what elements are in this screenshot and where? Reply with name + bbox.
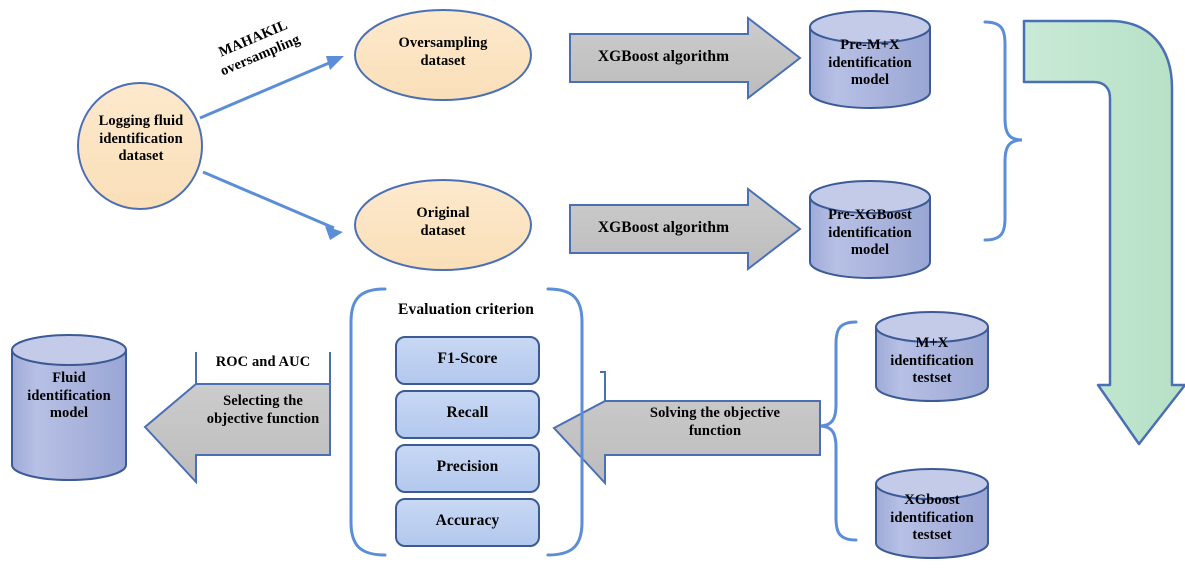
- node-xgboost-testset: [875, 468, 989, 559]
- label-original-dataset: Original dataset: [416, 205, 470, 239]
- label-fluid-model: Fluid identification model: [27, 370, 111, 422]
- label-xgboost-testset: XGboost identification testset: [890, 492, 974, 544]
- node-fluid-model: [11, 334, 127, 481]
- arrow-xgboost-bottom: [569, 186, 802, 272]
- label-xgboost-top: XGBoost algorithm: [597, 48, 730, 65]
- label-eval-recall: Recall: [446, 404, 489, 421]
- label-roc-auc: ROC and AUC: [215, 354, 311, 370]
- node-source-dataset: [77, 82, 203, 210]
- arrow-green-flow: [1022, 19, 1185, 446]
- label-eval-f1: F1-Score: [437, 350, 498, 367]
- node-pre-xgboost-model: [809, 180, 931, 279]
- label-xgboost-bottom: XGBoost algorithm: [597, 219, 730, 236]
- label-eval-accuracy: Accuracy: [435, 512, 500, 529]
- label-solving-objective: Solving the objective function: [649, 405, 781, 439]
- node-pre-mx-model: [809, 10, 931, 109]
- label-evaluation-title: Evaluation criterion: [398, 301, 534, 318]
- bracket-evaluation-left: [349, 287, 387, 557]
- label-mx-testset: M+X identification testset: [890, 335, 974, 387]
- connector-to-original: [202, 170, 343, 240]
- eval-box-f1: [395, 336, 540, 385]
- arrow-xgboost-top: [569, 15, 802, 101]
- label-pre-mx-model: Pre-M+X identification model: [828, 37, 912, 89]
- brace-models-right: [983, 20, 1023, 242]
- node-original-dataset: [354, 179, 532, 271]
- label-pre-xgboost-model: Pre-XGBoost identification model: [828, 207, 912, 259]
- arrow-solving-objective: [552, 371, 821, 486]
- node-mx-testset: [875, 311, 989, 402]
- node-oversampling-dataset: [354, 9, 532, 101]
- brace-testsets-left: [818, 320, 858, 542]
- eval-box-precision: [395, 444, 540, 493]
- label-oversampling-dataset: Oversampling dataset: [398, 35, 488, 69]
- label-eval-precision: Precision: [436, 458, 499, 475]
- bracket-evaluation-right: [546, 287, 584, 557]
- connector-to-oversampling: [199, 56, 344, 120]
- eval-box-accuracy: [395, 498, 540, 547]
- eval-box-recall: [395, 390, 540, 439]
- label-selecting-objective: Selecting the objective function: [206, 393, 320, 427]
- label-source-dataset: Logging fluid identification dataset: [98, 113, 184, 165]
